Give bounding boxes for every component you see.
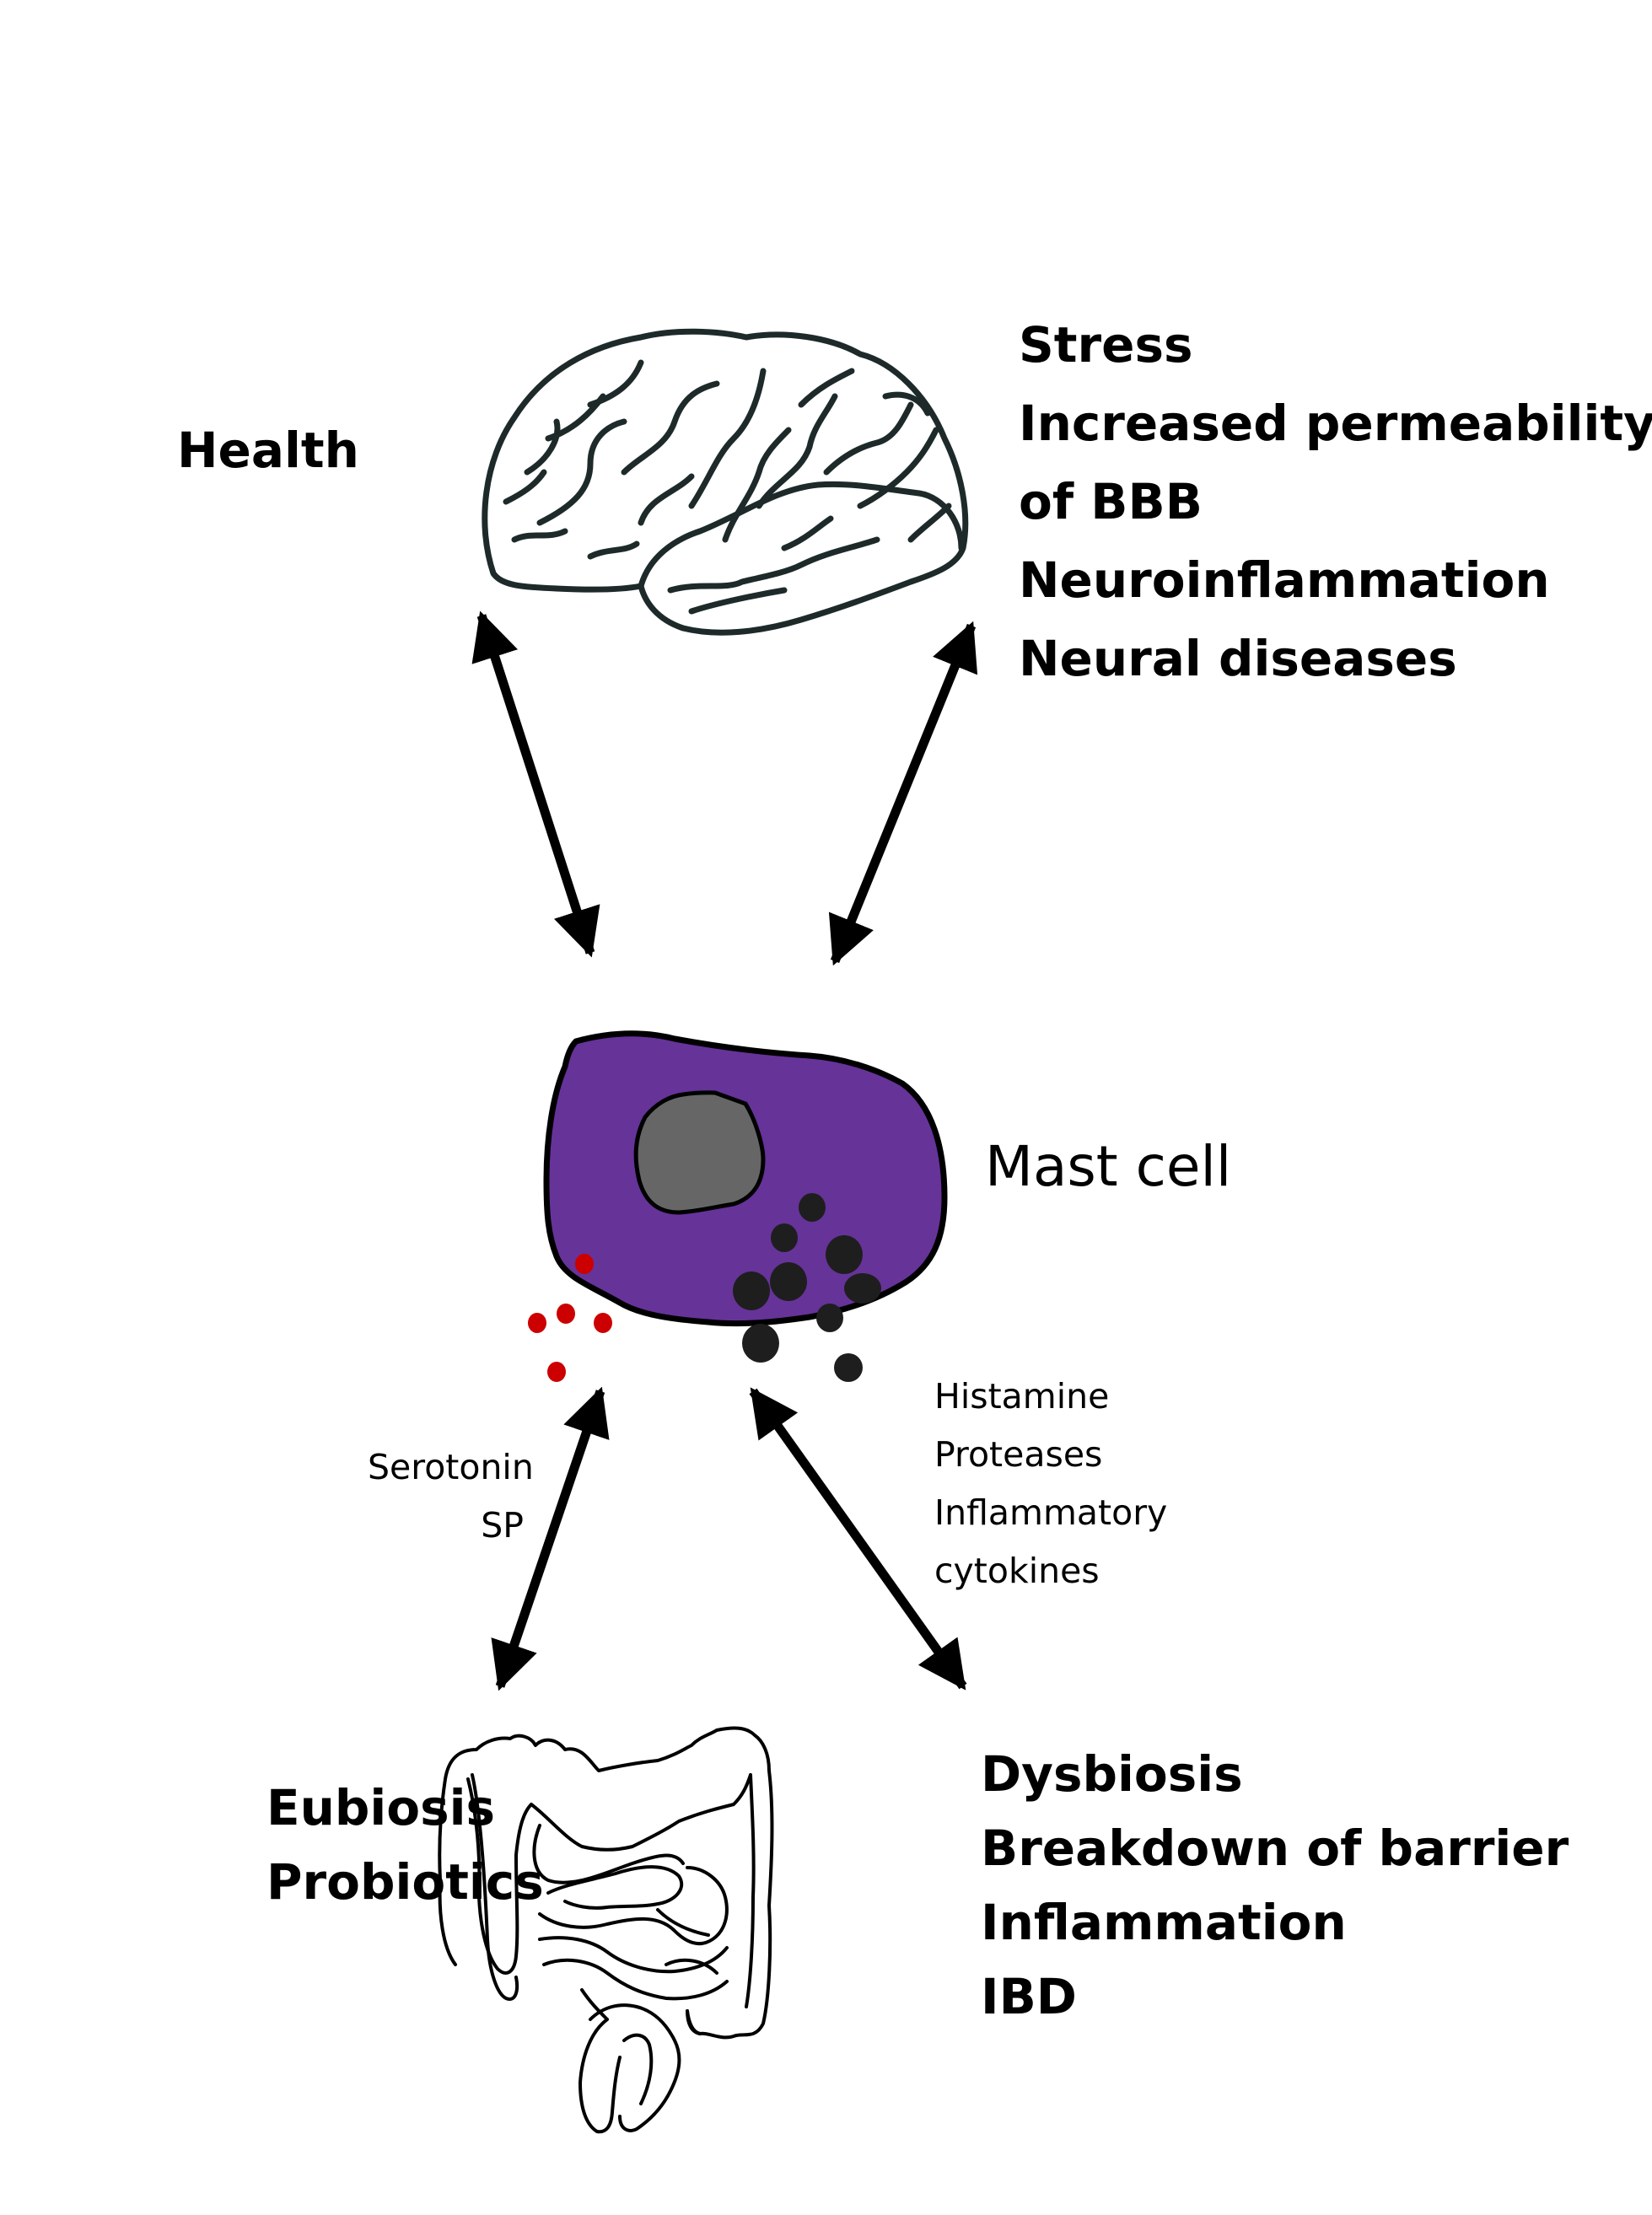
label-neuroinflammation: Neuroinflammation — [1019, 551, 1550, 609]
label-brain-left: Health — [177, 411, 359, 490]
granule — [826, 1235, 863, 1274]
granule-red — [547, 1362, 566, 1382]
label-ibd: IBD — [981, 1968, 1077, 2025]
granule — [733, 1271, 770, 1310]
label-gut-right: Dysbiosis Breakdown of barrier Inflammat… — [981, 1737, 1569, 2034]
label-serotonin: Serotonin — [368, 1447, 534, 1487]
label-sp: SP — [481, 1505, 524, 1546]
label-inflammatory: Inflammatory — [934, 1492, 1168, 1533]
granule — [799, 1193, 826, 1222]
label-cytokines: cytokines — [934, 1551, 1100, 1591]
granule — [844, 1273, 881, 1304]
granule — [834, 1353, 863, 1382]
granule — [771, 1223, 798, 1252]
arrow-gut-right — [749, 1387, 967, 1691]
granule-red — [575, 1254, 594, 1274]
arrow-gut-left — [491, 1386, 610, 1691]
label-dysbiosis: Dysbiosis — [981, 1745, 1243, 1803]
granule-red — [594, 1313, 612, 1333]
granules — [733, 1193, 881, 1382]
mast-cell-label: Mast cell — [985, 1134, 1232, 1199]
label-mediators-left: Serotonin SP — [368, 1438, 534, 1555]
granule-red — [528, 1313, 546, 1333]
mast-cell-icon — [528, 1030, 948, 1382]
arrow-brain-left — [471, 610, 600, 958]
label-gut-left: Eubiosis Probiotics — [266, 1771, 544, 1919]
label-brain-right: Stress Increased permeability of BBB Neu… — [1019, 306, 1652, 698]
nucleus — [633, 1090, 766, 1215]
label-of-bbb: of BBB — [1019, 473, 1203, 530]
label-inflammation: Inflammation — [981, 1894, 1347, 1951]
arrows-lower — [491, 1386, 967, 1691]
label-probiotics: Probiotics — [266, 1853, 544, 1911]
label-mediators-right: Histamine Proteases Inflammatory cytokin… — [934, 1368, 1167, 1600]
label-stress: Stress — [1019, 316, 1193, 374]
label-breakdown-of-barrier: Breakdown of barrier — [981, 1820, 1569, 1877]
granule-red — [557, 1304, 575, 1324]
label-health: Health — [177, 422, 359, 479]
brain-icon — [482, 328, 969, 636]
granule — [742, 1324, 779, 1363]
granule — [816, 1304, 843, 1332]
intestines-icon — [438, 1726, 774, 2134]
label-proteases: Proteases — [934, 1434, 1103, 1475]
serotonin-granules — [528, 1254, 612, 1382]
label-histamine: Histamine — [934, 1376, 1110, 1417]
arrows-upper — [471, 610, 978, 966]
label-increased-permeability: Increased permeability — [1019, 395, 1652, 452]
arrow-brain-right — [828, 621, 978, 966]
granule — [770, 1262, 807, 1301]
label-eubiosis: Eubiosis — [266, 1779, 496, 1836]
label-neural-diseases: Neural diseases — [1019, 630, 1457, 687]
